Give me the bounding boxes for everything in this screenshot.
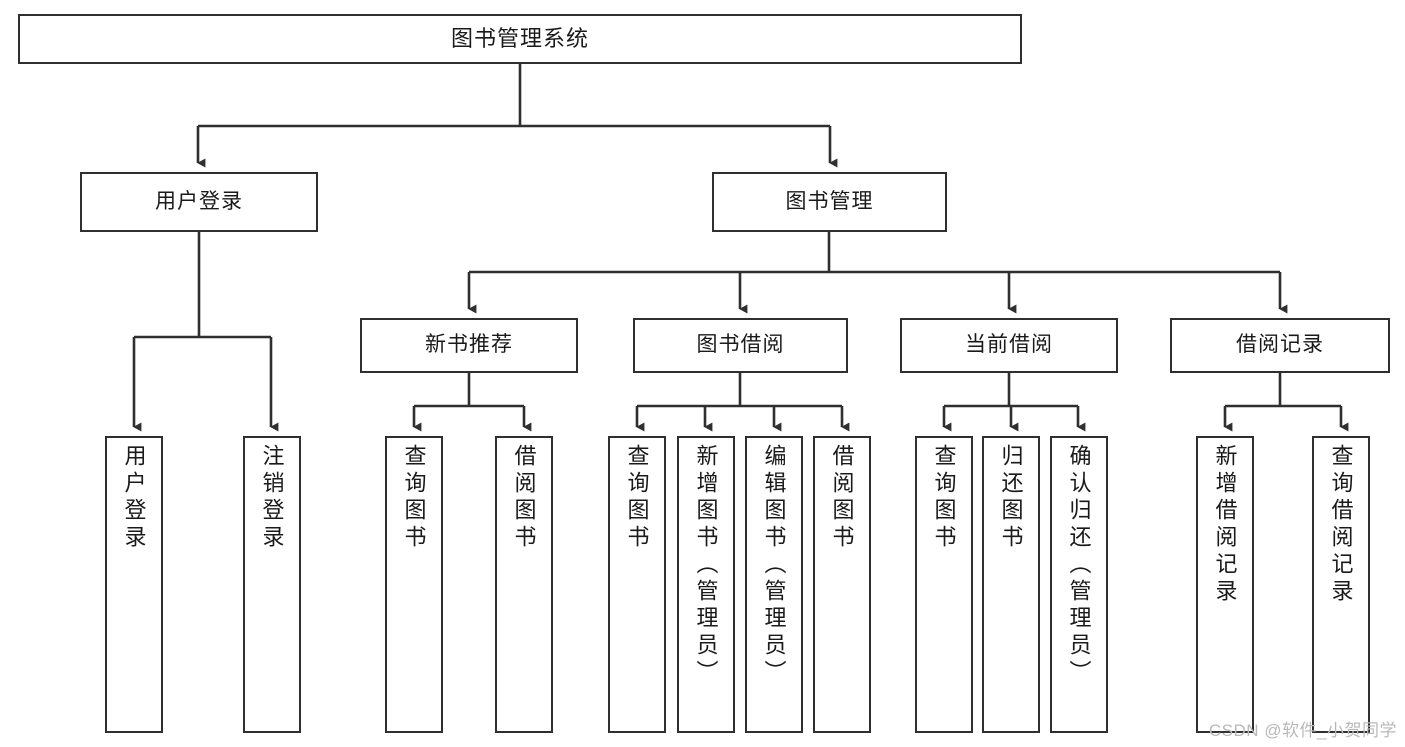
leaf-borrow-borrow-book[interactable]: 借阅图书 (813, 436, 871, 733)
node-book-borrow[interactable]: 图书借阅 (633, 318, 848, 373)
node-label: 查询借阅记录 (1328, 444, 1354, 606)
node-label: 用户登录 (155, 189, 243, 213)
leaf-user-login-signin[interactable]: 用户登录 (105, 436, 163, 733)
node-user-login[interactable]: 用户登录 (80, 172, 318, 232)
leaf-record-query-record[interactable]: 查询借阅记录 (1312, 436, 1370, 733)
node-label: 查询图书 (624, 444, 650, 552)
leaf-user-login-signout[interactable]: 注销登录 (243, 436, 301, 733)
node-label: 注销登录 (259, 444, 285, 552)
node-label: 新增借阅记录 (1212, 444, 1238, 606)
node-label: 借阅记录 (1236, 333, 1324, 357)
node-label: 借阅图书 (511, 444, 537, 552)
node-label: 图书管理 (785, 189, 874, 213)
node-label: 图书借阅 (696, 333, 785, 357)
node-book-management[interactable]: 图书管理 (712, 172, 947, 232)
leaf-record-add-record[interactable]: 新增借阅记录 (1196, 436, 1254, 733)
node-root-system[interactable]: 图书管理系统 (18, 14, 1022, 64)
node-label: 用户登录 (121, 444, 147, 552)
node-label: 归还图书 (998, 444, 1024, 552)
leaf-current-query-book[interactable]: 查询图书 (915, 436, 973, 733)
node-label: 当前借阅 (965, 333, 1053, 357)
node-label: 查询图书 (931, 444, 957, 552)
leaf-borrow-add-book-admin[interactable]: 新增图书（管理员） (677, 436, 735, 733)
leaf-borrow-query-book[interactable]: 查询图书 (608, 436, 666, 733)
leaf-recommend-query-book[interactable]: 查询图书 (385, 436, 443, 733)
node-borrow-record[interactable]: 借阅记录 (1170, 318, 1390, 373)
leaf-current-return-book[interactable]: 归还图书 (982, 436, 1040, 733)
csdn-watermark: CSDN @软件_小贺同学 (1208, 721, 1397, 740)
leaf-borrow-edit-book-admin[interactable]: 编辑图书（管理员） (745, 436, 803, 733)
node-label: 查询图书 (401, 444, 427, 552)
leaf-recommend-borrow-book[interactable]: 借阅图书 (495, 436, 553, 733)
node-label: 图书管理系统 (450, 26, 589, 52)
node-label: 新增图书（管理员） (693, 444, 719, 687)
node-label: 编辑图书（管理员） (761, 444, 787, 687)
node-new-book-recommend[interactable]: 新书推荐 (360, 318, 578, 373)
node-label: 确认归还（管理员） (1066, 444, 1092, 687)
leaf-current-confirm-return-admin[interactable]: 确认归还（管理员） (1050, 436, 1108, 733)
node-label: 借阅图书 (829, 444, 855, 552)
node-current-borrow[interactable]: 当前借阅 (900, 318, 1118, 373)
node-label: 新书推荐 (425, 333, 513, 357)
